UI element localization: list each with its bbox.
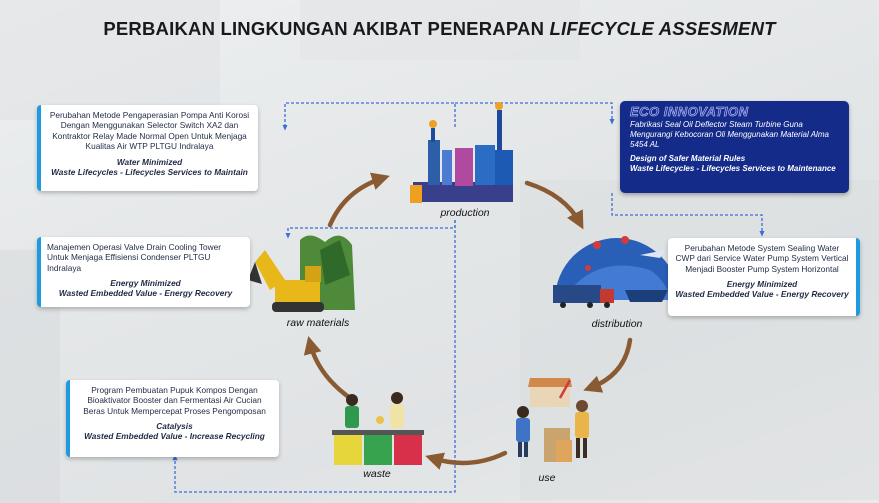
card-tag-secondary: Wasted Embedded Value - Increase Recycli… [84,431,265,442]
page-title: PERBAIKAN LINGKUNGAN AKIBAT PENERAPAN LI… [0,18,879,40]
stage-label-waste: waste [363,468,391,480]
title-main: PERBAIKAN LINGKUNGAN AKIBAT PENERAPAN [103,18,550,39]
stage-label-use: use [538,472,556,484]
stage-label-raw-materials: raw materials [286,317,350,329]
card-tag-primary: Catalysis [156,420,193,431]
cycle-arrows [303,172,633,470]
card-tag-primary: Energy Minimized [726,278,798,289]
background-building [300,0,580,60]
dashed-connectors [172,102,765,493]
connector-production-waste [172,220,456,493]
card-desc: Perubahan Metode Pengaperasian Pompa Ant… [49,110,250,151]
recycling-bins-icon [332,392,424,465]
arrow-waste-raw [303,336,353,401]
card-tag-secondary: Waste Lifecycles - Lifecycles Services t… [51,167,248,178]
connector-eco-distribution [611,193,765,237]
shopping-icon [516,378,589,462]
card-tag-primary: Water Minimized [116,157,183,168]
distribution-globe-icon [553,236,679,308]
card-catalysis: Program Pembuatan Pupuk Kompos Dengan Bi… [66,380,279,457]
arrow-distribution-use [583,337,633,393]
card-eco-innovation: ECO INNOVATION Fabrikasi Seal Oil Deflec… [620,101,849,193]
background-building [0,0,220,120]
connector-production-water [282,102,456,131]
card-desc: Perubahan Metode System Sealing Water CW… [675,243,849,274]
card-energy-left: Manajemen Operasi Valve Drain Cooling To… [37,237,250,307]
arrow-production-distribution [524,180,584,230]
stage-label-distribution: distribution [591,318,643,330]
stage-label-production: production [440,207,490,219]
title-italic: LIFECYCLE ASSESMENT [549,18,776,39]
eco-heading: ECO INNOVATION [630,104,749,119]
excavator-forest-icon [248,235,355,312]
arrow-raw-production [327,172,390,228]
connector-production-eco [455,102,615,125]
card-water-minimized: Perubahan Metode Pengaperasian Pompa Ant… [37,105,258,191]
eco-desc: Fabrikasi Seal Oil Deflector Steam Turbi… [630,120,829,149]
card-tag-secondary: Wasted Embedded Value - Energy Recovery [675,289,849,300]
connector-production-energy-left [285,220,456,239]
eco-tag-secondary: Waste Lifecycles - Lifecycles Services t… [630,164,836,173]
card-tag-secondary: Wasted Embedded Value - Energy Recovery [58,288,233,299]
card-tag-primary: Energy Minimized [110,277,181,288]
eco-tag-primary: Design of Safer Material Rules [630,154,746,163]
card-energy-right: Perubahan Metode System Sealing Water CW… [668,238,860,316]
card-desc: Program Pembuatan Pupuk Kompos Dengan Bi… [83,385,266,416]
card-desc: Manajemen Operasi Valve Drain Cooling To… [47,242,222,273]
arrow-use-waste [425,450,508,470]
factory-icon [410,102,513,203]
